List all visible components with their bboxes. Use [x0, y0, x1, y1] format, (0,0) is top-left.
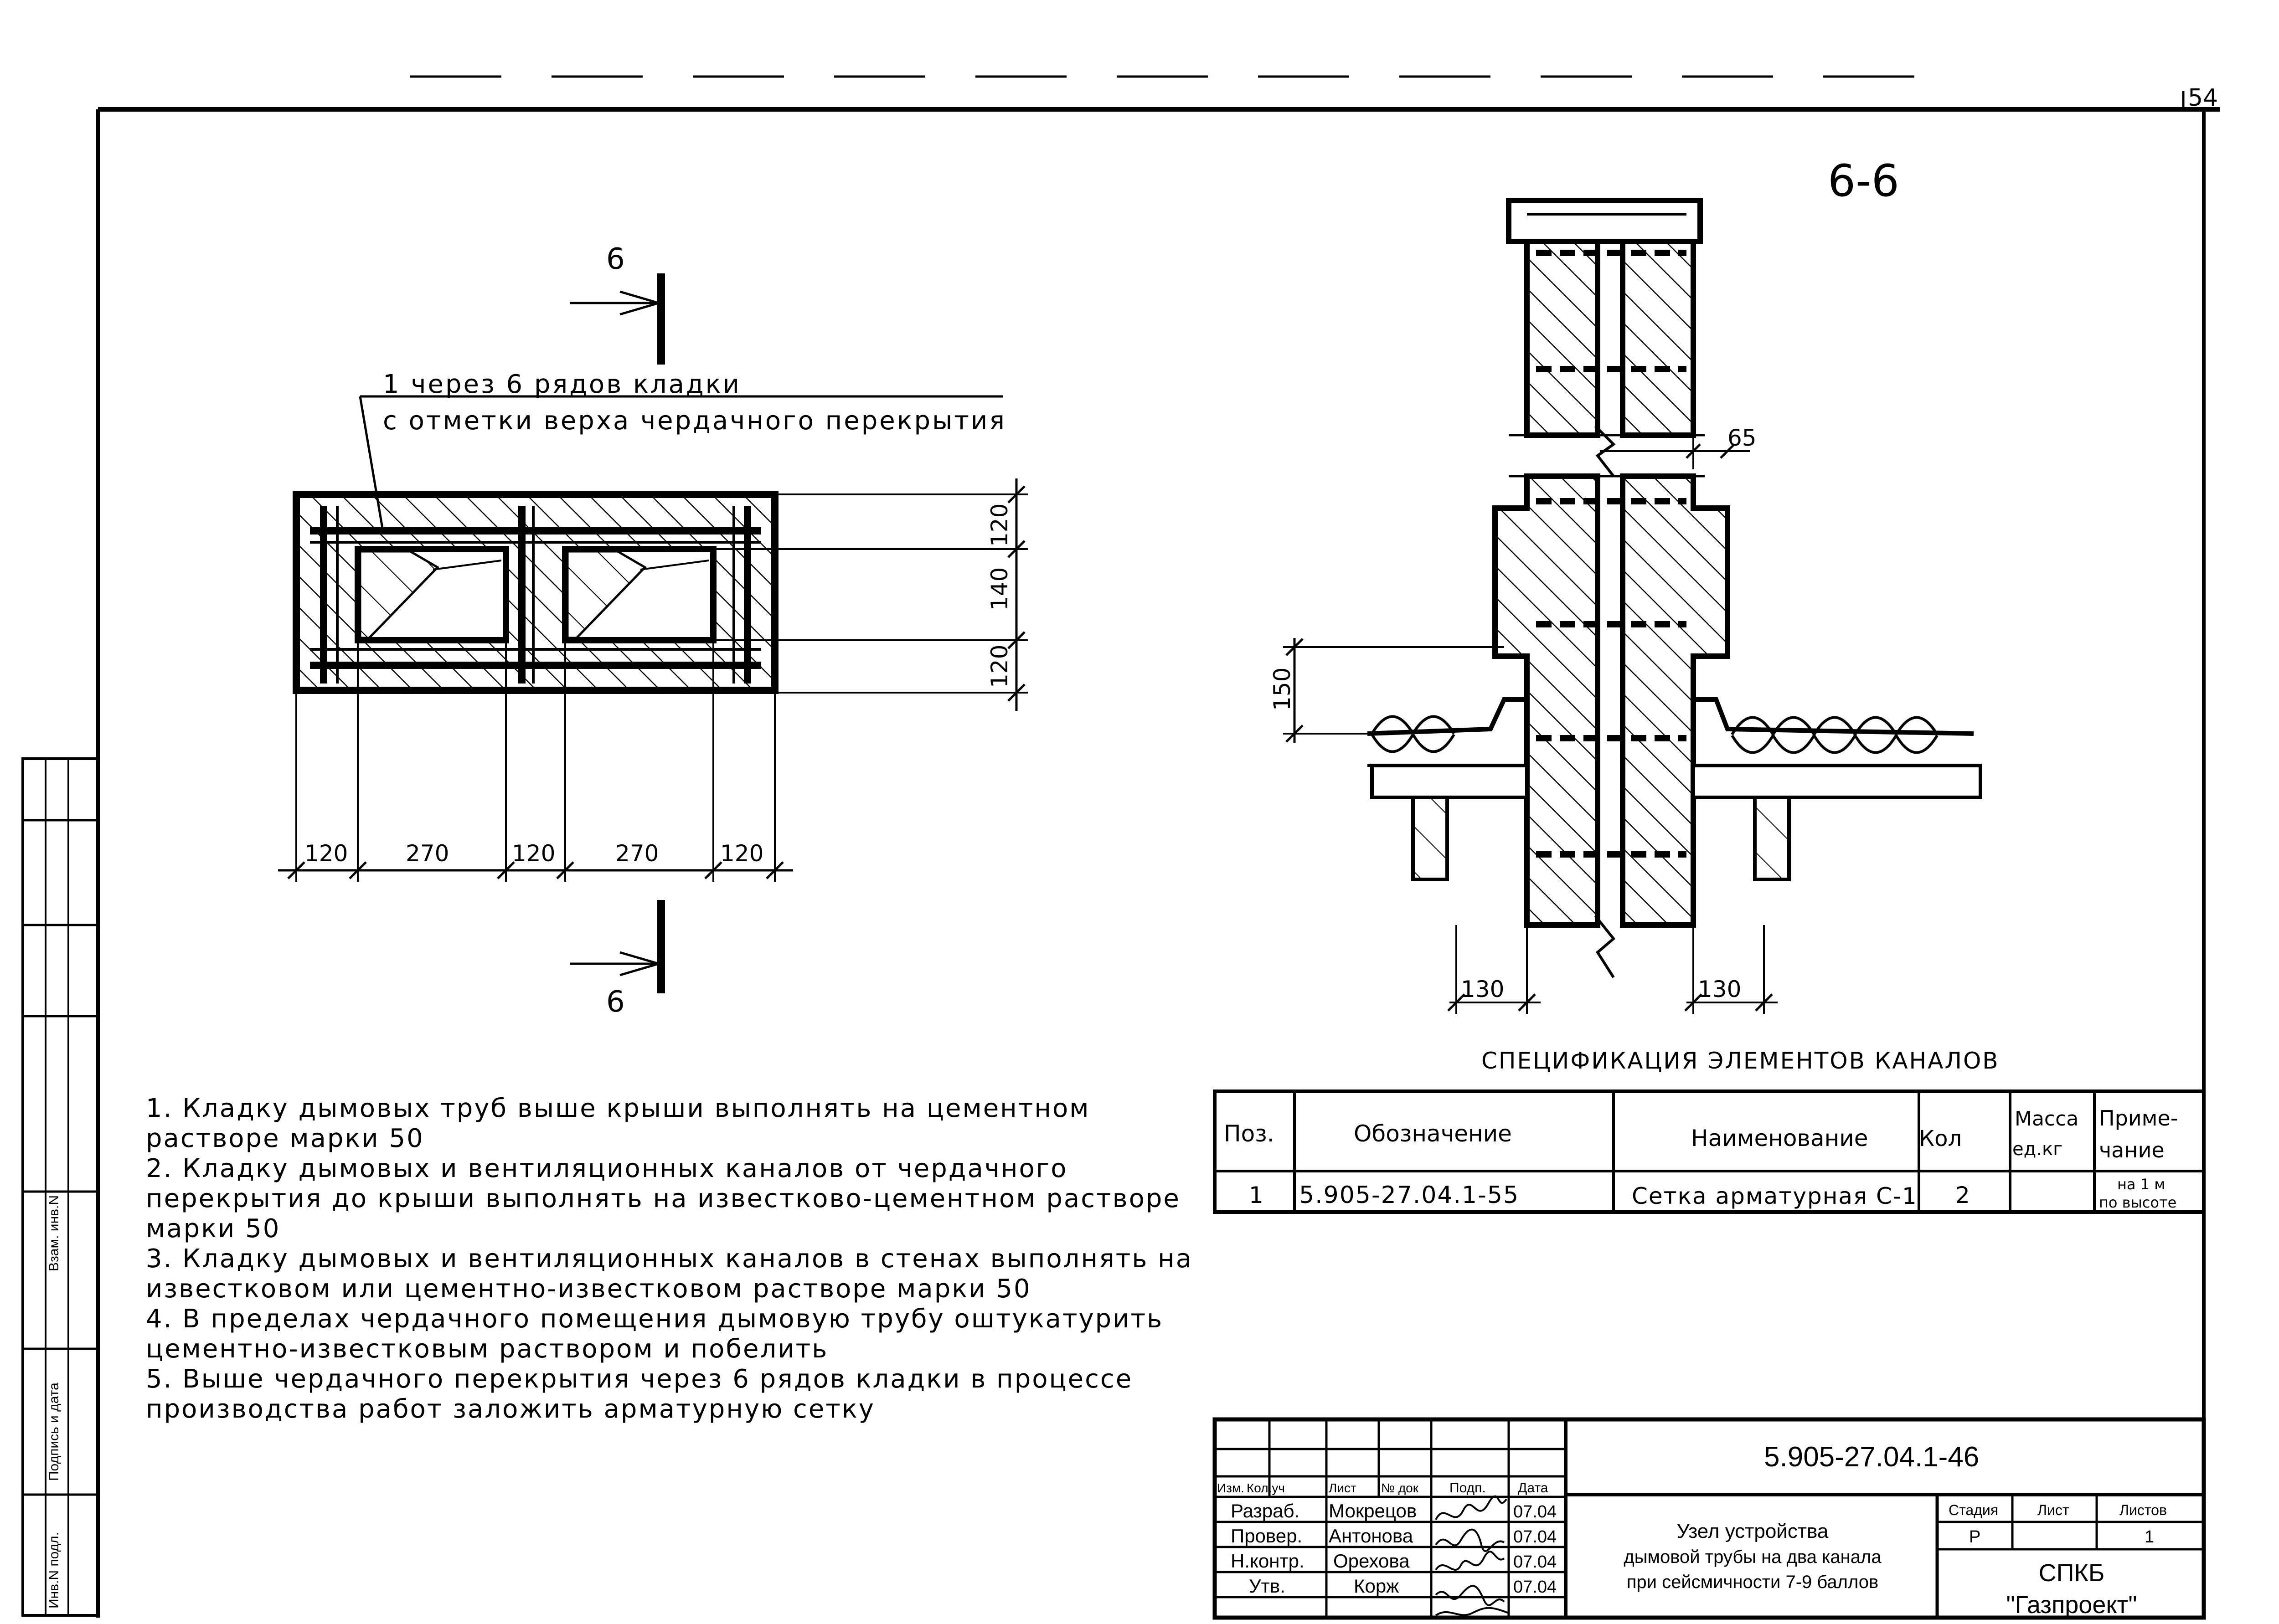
tb-name-normcontrol: Орехова	[1333, 1550, 1410, 1572]
tb-col-sheet: Лист	[1329, 1481, 1356, 1495]
tb-col-count: Кол.уч	[1247, 1481, 1285, 1495]
spec-header-mass-2: ед.кг	[2012, 1139, 2062, 1160]
tb-col-date: Дата	[1518, 1480, 1548, 1496]
stamp-signature-date: Подпись и дата	[46, 1382, 62, 1481]
tb-name-checked: Антонова	[1329, 1525, 1413, 1547]
tb-org-line2: "Газпроект"	[2006, 1591, 2137, 1619]
spec-row-name: Сетка арматурная С-1	[1632, 1183, 1918, 1209]
spec-table	[1213, 1090, 2206, 1214]
tb-sheets: 1	[2145, 1527, 2154, 1547]
section-dim-150: 150	[1269, 668, 1295, 711]
tb-date-normcontrol: 07.04	[1513, 1552, 1557, 1572]
spec-header-qty: Кол	[1919, 1126, 1962, 1151]
tb-date-approved: 07.04	[1513, 1578, 1557, 1597]
note-1: 1. Кладку дымовых труб выше крыши выполн…	[146, 1094, 1100, 1153]
note-3: 3. Кладку дымовых и вентиляционных канал…	[146, 1244, 1202, 1304]
plan-note-line1: 1 через 6 рядов кладки	[383, 370, 741, 399]
tb-date-checked: 07.04	[1513, 1527, 1557, 1547]
tb-title-line1: Узел устройства	[1677, 1520, 1829, 1542]
general-notes: 1. Кладку дымовых труб выше крыши выполн…	[146, 1094, 1208, 1424]
tb-title-line3: при сейсмичности 7-9 баллов	[1627, 1572, 1879, 1592]
spec-header-name: Наименование	[1691, 1125, 1868, 1151]
note-4: 4. В пределах чердачного помещения дымов…	[146, 1304, 1173, 1364]
stamp-inv-orig: Инв.N подл.	[46, 1532, 62, 1609]
note-5: 5. Выше чердачного перекрытия через 6 ря…	[146, 1364, 1142, 1424]
sheet-number: 54	[2188, 84, 2218, 112]
spec-row-pos: 1	[1249, 1182, 1263, 1208]
plan-dim-h1: 120	[304, 840, 348, 867]
section-dim-130-right: 130	[1698, 976, 1741, 1002]
tb-role-checked: Провер.	[1231, 1525, 1302, 1547]
tb-org-line1: СПКБ	[2039, 1559, 2105, 1587]
tb-col-doc: № док	[1381, 1481, 1419, 1495]
cut-mark-top: 6	[606, 242, 625, 276]
tb-title-line2: дымовой трубы на два канала	[1624, 1547, 1882, 1567]
tb-stage: Р	[1969, 1527, 1980, 1547]
title-block	[1212, 1417, 2206, 1620]
plan-dim-v3: 120	[986, 645, 1013, 688]
tb-sheet-label: Лист	[2037, 1502, 2069, 1518]
stamp-replace-inv: Взам. инв.N	[46, 1195, 62, 1271]
tb-col-signature: Подп.	[1449, 1480, 1486, 1496]
plan-dim-v2: 140	[986, 567, 1013, 611]
side-stamp	[21, 757, 99, 1617]
spec-row-note-2: по высоте	[2099, 1194, 2176, 1211]
spec-row-designation: 5.905-27.04.1-55	[1299, 1182, 1519, 1209]
tb-sheets-label: Листов	[2119, 1502, 2167, 1518]
tb-role-normcontrol: Н.контр.	[1231, 1550, 1304, 1572]
tb-stage-label: Стадия	[1949, 1502, 1998, 1518]
section-dim-65: 65	[1727, 425, 1757, 451]
tb-role-developed: Разраб.	[1231, 1500, 1299, 1521]
tb-name-approved: Корж	[1354, 1575, 1399, 1597]
plan-dim-v1: 120	[986, 504, 1013, 547]
tb-role-approved: Утв.	[1249, 1575, 1285, 1597]
section-title: 6-6	[1828, 155, 1899, 206]
section-view	[1283, 198, 1982, 1014]
spec-row-qty: 2	[1955, 1182, 1970, 1208]
section-dim-130-left: 130	[1461, 976, 1504, 1002]
tb-doc-code: 5.905-27.04.1-46	[1764, 1441, 1979, 1473]
cut-mark-bottom: 6	[606, 985, 625, 1019]
spec-header-pos: Поз.	[1224, 1120, 1274, 1147]
spec-header-note-2: чание	[2099, 1138, 2165, 1162]
spec-header-note-1: Приме-	[2099, 1106, 2178, 1131]
spec-row-note-1: на 1 м	[2117, 1176, 2165, 1193]
plan-view	[278, 273, 1028, 993]
tb-date-developed: 07.04	[1513, 1502, 1557, 1521]
plan-dim-h5: 120	[720, 840, 763, 867]
plan-note-line2: с отметки верха чердачного перекрытия	[383, 406, 1006, 436]
plan-dim-h3: 120	[512, 840, 555, 867]
spec-title: СПЕЦИФИКАЦИЯ ЭЛЕМЕНТОВ КАНАЛОВ	[1481, 1048, 2000, 1074]
plan-dim-h4: 270	[615, 840, 659, 867]
plan-dim-h2: 270	[406, 840, 449, 867]
tb-col-change: Изм.	[1217, 1481, 1244, 1495]
spec-header-mass-1: Масса	[2015, 1107, 2078, 1131]
spec-header-designation: Обозначение	[1354, 1120, 1512, 1147]
note-2: 2. Кладку дымовых и вентиляционных канал…	[146, 1154, 1190, 1244]
tb-name-developed: Мокрецов	[1329, 1500, 1417, 1521]
